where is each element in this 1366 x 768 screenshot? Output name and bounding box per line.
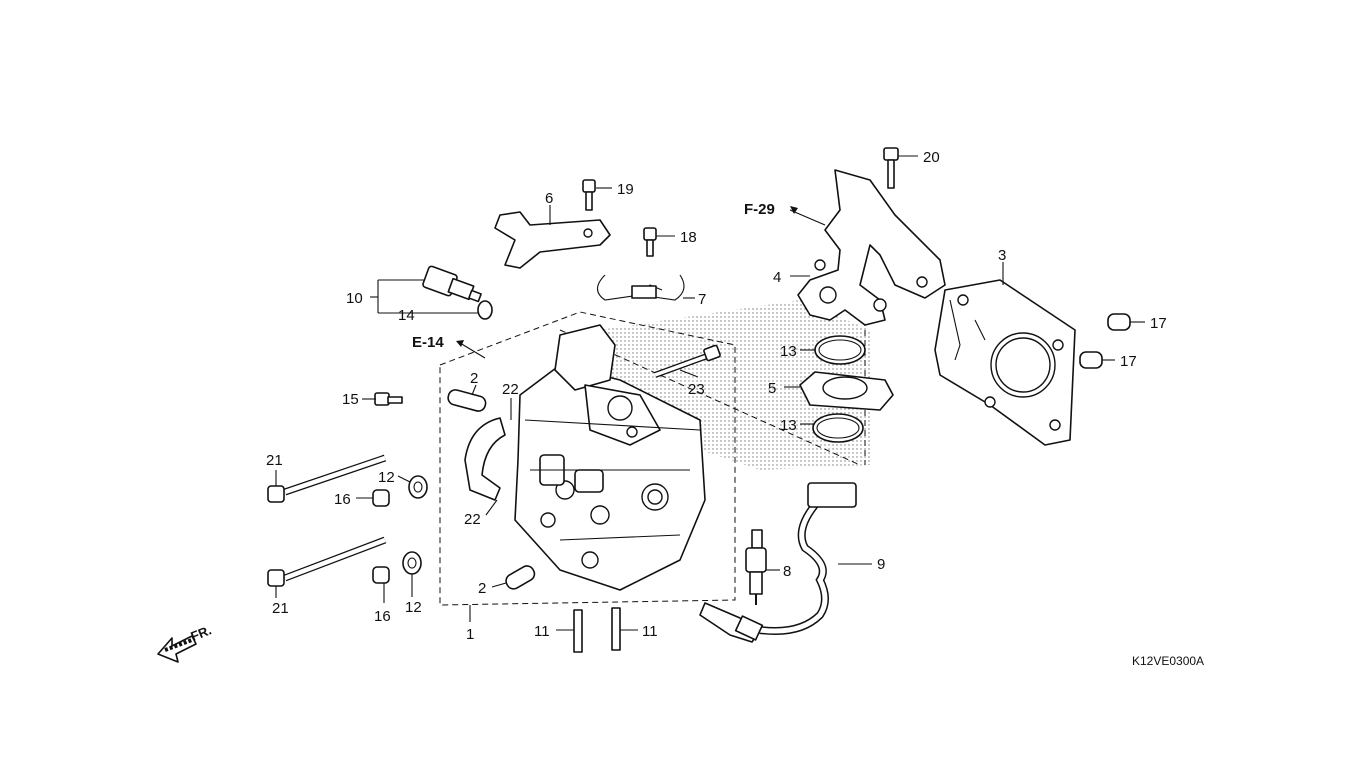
intake-gasket (799, 371, 894, 411)
washer-12-upper (408, 475, 428, 499)
callout-16-upper: 16 (334, 491, 351, 508)
callout-22-upper: 22 (502, 381, 519, 398)
callout-21-lower: 21 (272, 600, 289, 617)
e14-arrow-icon (456, 340, 464, 347)
callout-15: 15 (342, 391, 359, 408)
spark-plug (745, 529, 767, 605)
bolt-23 (653, 344, 721, 378)
callout-labels: 1 2 2 3 4 5 6 7 8 9 10 11 11 12 12 13 13… (266, 149, 1167, 643)
callout-16-lower: 16 (374, 608, 391, 625)
reference-e14: E-14 (412, 334, 444, 351)
callout-21-upper: 21 (266, 452, 283, 469)
callout-9: 9 (877, 556, 885, 573)
callout-6: 6 (545, 190, 553, 207)
document-code: K12VE0300A (1132, 654, 1204, 668)
dowel-2-upper (447, 389, 487, 412)
chain-guide (464, 417, 506, 501)
callout-1: 1 (466, 626, 474, 643)
head-gasket (934, 279, 1076, 446)
callout-13-upper: 13 (780, 343, 797, 360)
bolt-19 (582, 179, 596, 211)
bolt-20 (883, 147, 899, 189)
callout-22-lower: 22 (464, 511, 481, 528)
callout-23: 23 (688, 381, 705, 398)
callout-10: 10 (346, 290, 363, 307)
nut-16-lower (372, 566, 390, 584)
callout-19: 19 (617, 181, 634, 198)
callout-13-lower: 13 (780, 417, 797, 434)
callout-12-lower: 12 (405, 599, 422, 616)
callout-2-upper: 2 (470, 370, 478, 387)
oxygen-sensor (699, 482, 857, 643)
front-direction-label: FR. (188, 622, 213, 644)
callout-17-upper: 17 (1150, 315, 1167, 332)
callout-7: 7 (698, 291, 706, 308)
bolt-15 (374, 392, 403, 406)
stud-11-left (573, 609, 583, 653)
cylinder-head (514, 324, 706, 591)
callout-12-upper: 12 (378, 469, 395, 486)
leader-lines (275, 155, 1145, 631)
temperature-sensor (422, 265, 482, 303)
clip-7-plate (631, 285, 657, 299)
callout-14: 14 (398, 307, 415, 324)
reference-f29: F-29 (744, 201, 775, 218)
dowel-pin-upper (1107, 313, 1131, 331)
callout-2-lower: 2 (478, 580, 486, 597)
front-direction-arrow-icon (157, 635, 197, 663)
intake-insulator (797, 169, 946, 326)
f29-arrow-icon (790, 206, 798, 214)
assembly-outline (439, 311, 736, 606)
callout-11-left: 11 (534, 623, 550, 640)
callout-5: 5 (768, 380, 776, 397)
bolt-21-lower (267, 536, 387, 587)
callout-3: 3 (998, 247, 1006, 264)
sealing-washer-14 (477, 300, 493, 320)
callout-11-right: 11 (642, 623, 658, 640)
callout-8: 8 (783, 563, 791, 580)
bracket-6 (494, 211, 611, 269)
bolt-21-upper (267, 454, 387, 503)
dowel-pin-lower (1079, 351, 1103, 369)
washer-12-lower (402, 551, 422, 575)
o-ring-lower (812, 413, 864, 443)
callout-17-lower: 17 (1120, 353, 1137, 370)
bolt-18 (643, 227, 657, 257)
nut-16-upper (372, 489, 390, 507)
callout-18: 18 (680, 229, 697, 246)
callout-20: 20 (923, 149, 940, 166)
stud-11-right (611, 607, 621, 651)
dowel-2-lower (505, 565, 536, 590)
callout-4: 4 (773, 269, 781, 286)
